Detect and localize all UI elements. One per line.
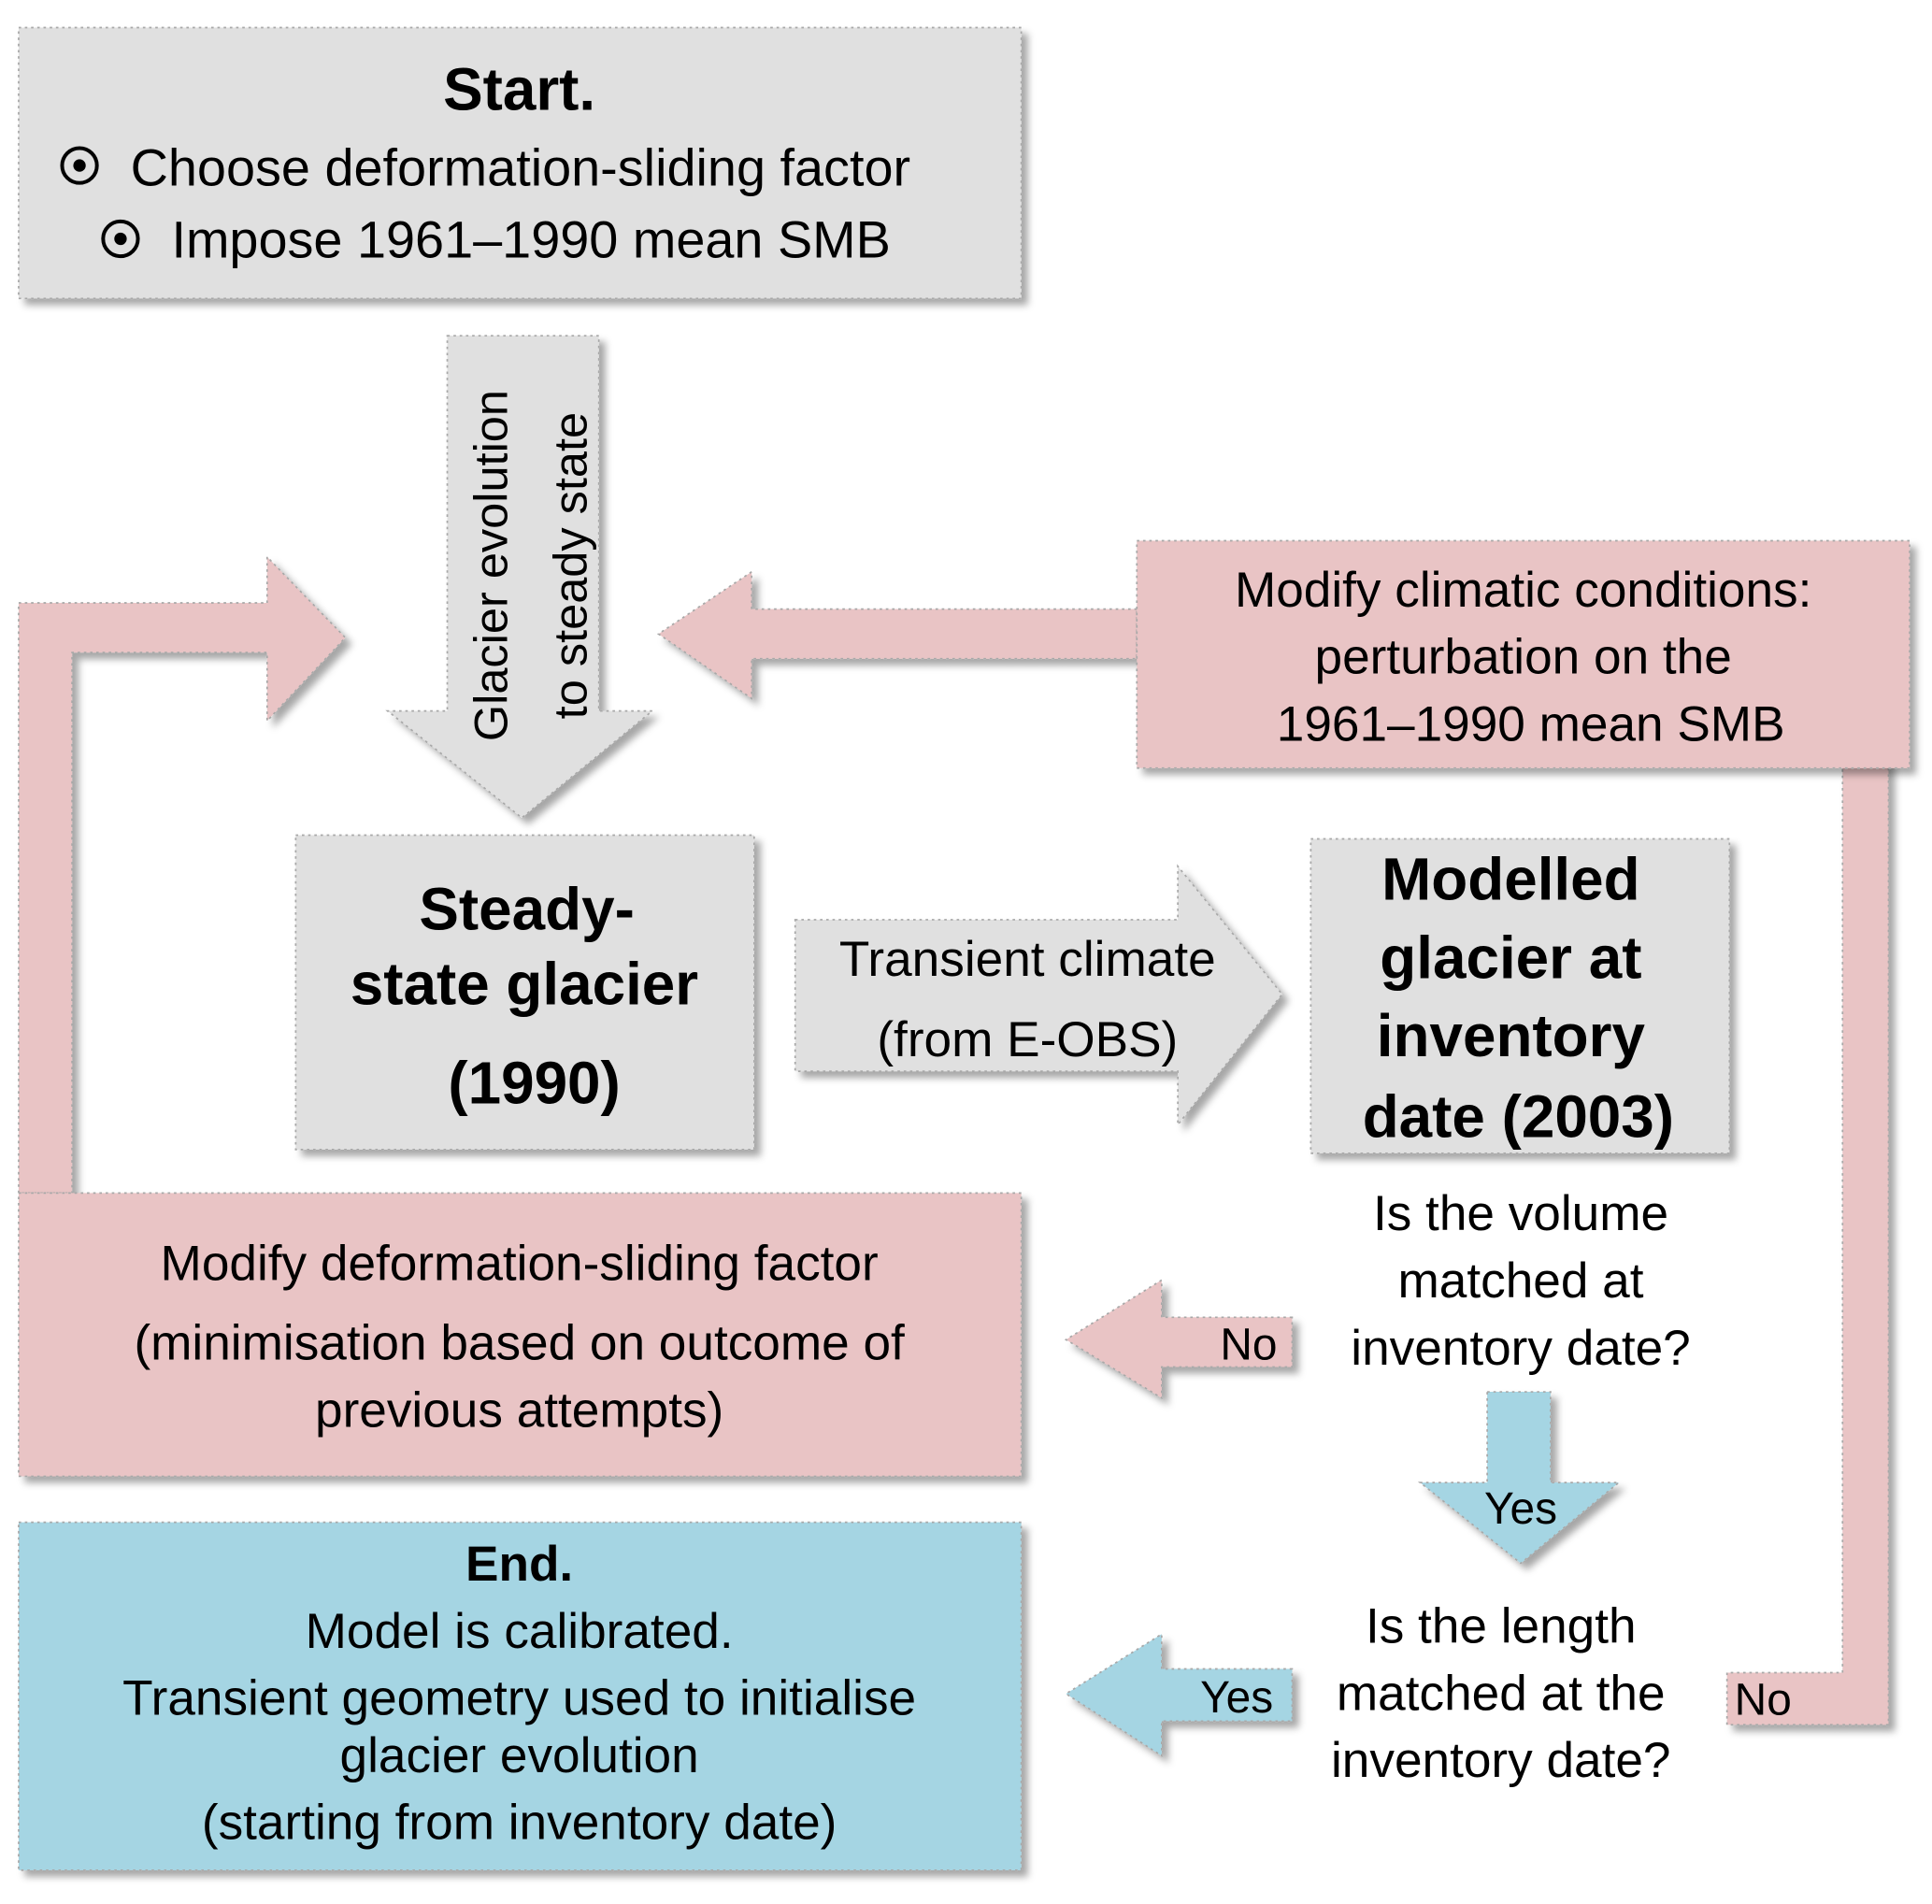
volume-line-3: inventory date?: [1351, 1321, 1690, 1376]
deformation-box: Modify deformation-sliding factor (minim…: [18, 1192, 1023, 1478]
end-line-3: glacier evolution: [340, 1728, 699, 1783]
start-box: Start. Choose deformation-sliding factor…: [18, 26, 1023, 300]
modelled-line-2: glacier at: [1380, 923, 1641, 991]
steady-line-3: (1990): [448, 1050, 620, 1117]
start-item-2: Impose 1961–1990 mean SMB: [101, 209, 891, 268]
deformation-line-3: previous attempts): [315, 1382, 723, 1438]
length-line-3: inventory date?: [1331, 1733, 1670, 1788]
climatic-line-2: perturbation on the: [1315, 630, 1732, 685]
end-title: End.: [465, 1537, 573, 1592]
end-box: End. Model is calibrated. Transient geom…: [18, 1521, 1023, 1871]
deformation-line-1: Modify deformation-sliding factor: [161, 1236, 879, 1291]
radio-bullet-icon: [101, 219, 140, 259]
volume-yes-label: Yes: [1484, 1484, 1557, 1534]
evolution-label-line-2: to steady state: [543, 412, 596, 719]
transient-arrow: Transient climate (from E-OBS): [794, 864, 1283, 1127]
start-item-text: Impose 1961–1990 mean SMB: [171, 209, 890, 268]
end-line-4: (starting from inventory date): [202, 1796, 837, 1851]
steady-line-2: state glacier: [351, 950, 698, 1017]
length-no-label: No: [1735, 1676, 1792, 1725]
length-question: Is the length matched at the inventory d…: [1331, 1599, 1670, 1789]
climatic-line-3: 1961–1990 mean SMB: [1277, 697, 1785, 752]
modelled-line-1: Modelled: [1381, 846, 1639, 913]
volume-line-1: Is the volume: [1373, 1186, 1668, 1241]
transient-line-1: Transient climate: [839, 932, 1216, 987]
evolution-arrow: Glacier evolution to steady state: [385, 335, 655, 820]
climatic-box: Modify climatic conditions: perturbation…: [1136, 539, 1911, 769]
modelled-line-4: date (2003): [1363, 1083, 1674, 1151]
steady-state-box: Steady- state glacier (1990): [294, 834, 755, 1151]
length-line-2: matched at the: [1337, 1666, 1666, 1721]
radio-bullet-icon: [60, 146, 99, 185]
modelled-glacier-box: Modelled glacier at inventory date (2003…: [1309, 837, 1731, 1154]
length-yes-label: Yes: [1200, 1673, 1273, 1723]
length-yes-arrow: Yes: [1064, 1632, 1294, 1758]
start-title: Start.: [443, 55, 595, 122]
steady-line-1: Steady-: [419, 876, 634, 943]
volume-no-arrow: No: [1064, 1278, 1294, 1400]
start-item-1: Choose deformation-sliding factor: [60, 137, 911, 196]
volume-line-2: matched at: [1398, 1253, 1644, 1309]
volume-question: Is the volume matched at inventory date?: [1351, 1186, 1690, 1376]
climatic-loop-connector: No: [1725, 757, 1890, 1726]
transient-line-2: (from E-OBS): [877, 1012, 1178, 1067]
climatic-arrow: [656, 570, 1138, 700]
evolution-label-line-1: Glacier evolution: [464, 390, 517, 741]
deformation-line-2: (minimisation based on outcome of: [134, 1315, 905, 1370]
end-line-1: Model is calibrated.: [306, 1604, 734, 1659]
length-line-1: Is the length: [1366, 1599, 1637, 1654]
start-item-text: Choose deformation-sliding factor: [131, 137, 911, 196]
end-line-2: Transient geometry used to initialise: [122, 1671, 916, 1726]
climatic-line-1: Modify climatic conditions:: [1235, 563, 1811, 618]
modelled-line-3: inventory: [1377, 1002, 1646, 1069]
volume-yes-arrow: Yes: [1417, 1391, 1622, 1565]
volume-no-label: No: [1220, 1320, 1277, 1369]
